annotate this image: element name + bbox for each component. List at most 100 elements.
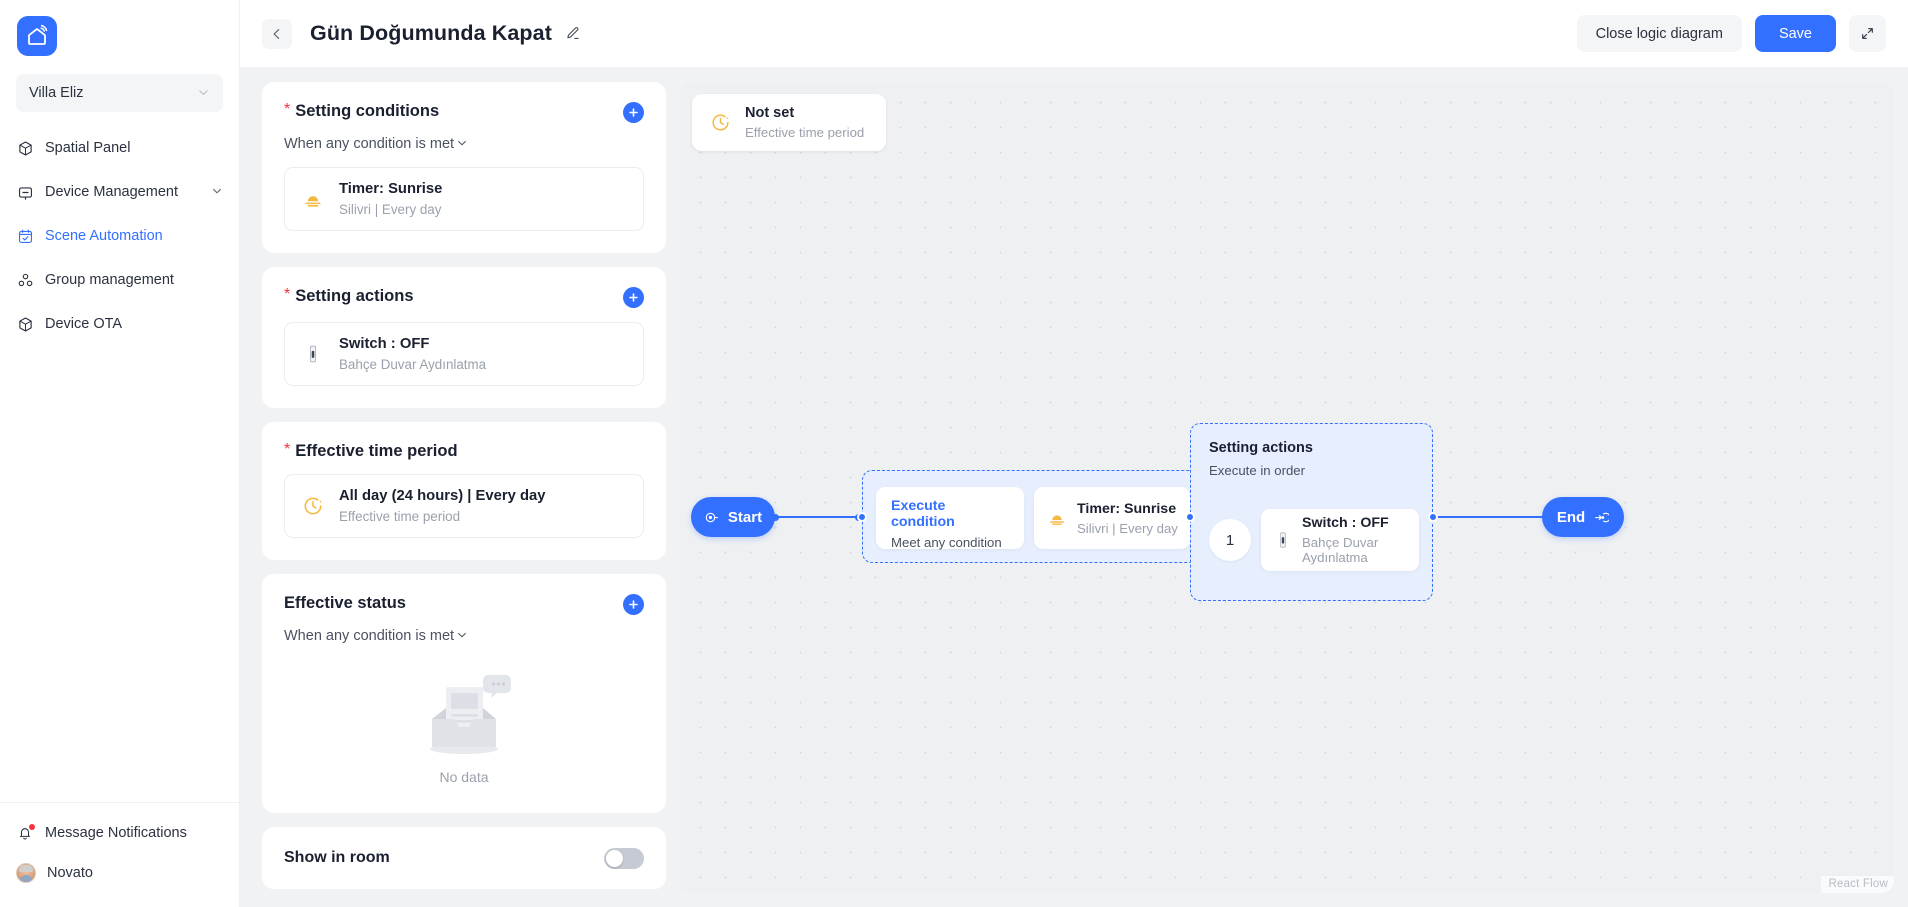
action-item[interactable]: Switch : OFF Bahçe Duvar Aydınlatma [284, 322, 644, 386]
item-subtitle: Silivri | Every day [339, 202, 442, 217]
edge-dot [772, 513, 779, 521]
sidebar-item-message-notifications[interactable]: Message Notifications [0, 813, 239, 853]
plus-icon [629, 293, 638, 302]
main-area: Gün Doğumunda Kapat Close logic diagram … [240, 0, 1908, 907]
config-column: * Setting conditions When any condition … [240, 68, 680, 907]
show-in-room-toggle[interactable] [604, 847, 644, 869]
card-title: Setting conditions [295, 102, 440, 120]
page-title: Gün Doğumunda Kapat [310, 21, 552, 45]
condition-timer-card[interactable]: Timer: Sunrise Silivri | Every day [1034, 487, 1190, 549]
chip-subtitle: Effective time period [745, 125, 865, 140]
add-condition-button[interactable] [623, 102, 644, 123]
action-switch-sub: Bahçe Duvar Aydınlatma [1302, 535, 1379, 565]
item-title: Timer: Sunrise [339, 181, 443, 197]
clock-icon [708, 112, 732, 133]
plus-icon [629, 108, 638, 117]
effective-status-mode-label: When any condition is met [284, 628, 455, 645]
action-switch-text: Switch : OFF Bahçe Duvar Aydınlatma [1302, 515, 1407, 565]
clock-icon [301, 495, 325, 517]
empty-inbox-icon [430, 675, 511, 755]
condition-item[interactable]: Timer: Sunrise Silivri | Every day [284, 167, 644, 231]
logic-diagram-canvas[interactable]: Not set Effective time period [680, 82, 1894, 893]
card-header: * Effective time period [284, 441, 644, 461]
switch-icon [1273, 530, 1293, 550]
app-logo[interactable] [17, 16, 57, 56]
body-area: * Setting conditions When any condition … [240, 68, 1908, 907]
sidebar-item-scene-automation[interactable]: Scene Automation [0, 214, 239, 258]
add-effective-status-button[interactable] [623, 594, 644, 616]
start-node[interactable]: Start [691, 497, 775, 537]
action-row: 1 Switch : OFF Bahçe Duvar Aydınlatma [1209, 509, 1419, 571]
group-icon [16, 271, 34, 289]
pencil-icon[interactable] [564, 25, 581, 42]
card-header: Effective status [284, 594, 644, 616]
execute-condition-sub: Meet any condition [891, 535, 1002, 550]
item-subtitle: Bahçe Duvar Aydınlatma [339, 357, 487, 372]
user-name: Novato [47, 865, 93, 881]
condition-mode-dropdown[interactable]: When any condition is met [284, 136, 468, 152]
plus-icon [629, 600, 638, 609]
sidebar-item-spatial-panel[interactable]: Spatial Panel [0, 126, 239, 170]
notification-dot [29, 824, 35, 830]
sidebar-item-device-ota[interactable]: Device OTA [0, 302, 239, 346]
expand-button[interactable] [1849, 15, 1886, 52]
condition-group-node[interactable]: Execute condition Meet any condition Tim… [857, 470, 1207, 563]
required-marker: * [284, 286, 291, 303]
chevron-down-icon [197, 86, 210, 101]
condition-mode-label: When any condition is met [284, 136, 455, 152]
arrow-into-circle-icon [1595, 512, 1610, 522]
action-switch-card[interactable]: Switch : OFF Bahçe Duvar Aydınlatma [1261, 509, 1419, 571]
effective-time-period-chip[interactable]: Not set Effective time period [692, 94, 887, 151]
play-circle-icon [705, 512, 718, 522]
sidebar-item-label: Device Management [45, 184, 178, 200]
chevron-down-icon [211, 185, 223, 200]
action-item-text: Switch : OFF Bahçe Duvar Aydınlatma [339, 336, 486, 372]
save-button[interactable]: Save [1754, 15, 1836, 52]
sunrise-icon [301, 188, 325, 210]
required-marker: * [284, 101, 291, 118]
sidebar-nav: Spatial Panel Device Management [0, 126, 239, 346]
sidebar-item-label: Device OTA [45, 316, 123, 332]
sidebar-item-device-management[interactable]: Device Management [0, 170, 239, 214]
device-icon [16, 183, 34, 201]
required-marker: * [284, 441, 291, 458]
action-group-title: Setting actions [1209, 440, 1313, 456]
home-wifi-logo-icon [28, 24, 48, 45]
toggle-knob [606, 849, 623, 867]
box-icon [16, 315, 34, 333]
setting-conditions-card: * Setting conditions When any condition … [262, 82, 666, 253]
action-group-sub: Execute in order [1209, 463, 1306, 478]
group-input-port[interactable] [857, 512, 867, 522]
effective-time-text: All day (24 hours) | Every day Effective… [339, 488, 545, 524]
group-input-port[interactable] [1185, 512, 1195, 522]
card-title: Effective status [284, 594, 406, 613]
close-logic-diagram-button[interactable]: Close logic diagram [1576, 15, 1742, 52]
react-flow-attribution[interactable]: React Flow [1821, 876, 1894, 893]
sidebar-item-label: Message Notifications [45, 825, 187, 841]
sidebar-item-group-management[interactable]: Group management [0, 258, 239, 302]
back-button[interactable] [262, 18, 292, 49]
group-output-port[interactable] [1428, 512, 1438, 522]
chip-title: Not set [745, 105, 795, 121]
action-switch-title: Switch : OFF [1302, 515, 1389, 531]
effective-time-item[interactable]: All day (24 hours) | Every day Effective… [284, 474, 644, 539]
end-node[interactable]: End [1542, 497, 1624, 537]
effective-status-mode-dropdown[interactable]: When any condition is met [284, 628, 468, 644]
execute-condition-card[interactable]: Execute condition Meet any condition [876, 487, 1024, 550]
sunrise-icon [1046, 508, 1068, 528]
bell-icon [16, 824, 35, 842]
condition-timer-text: Timer: Sunrise Silivri | Every day [1077, 501, 1178, 536]
edge-start-to-condition [775, 516, 861, 518]
add-action-button[interactable] [623, 287, 644, 308]
arrow-left-icon [273, 28, 280, 39]
card-header: * Setting conditions [284, 102, 644, 123]
action-group-node[interactable]: Setting actions Execute in order 1 [1185, 423, 1438, 601]
avatar [16, 863, 36, 883]
setting-actions-card: * Setting actions [262, 267, 666, 408]
topbar-actions: Close logic diagram Save [1576, 15, 1886, 52]
org-selector[interactable]: Villa Eliz [16, 74, 223, 112]
effective-time-period-card: * Effective time period All day [262, 422, 666, 561]
item-subtitle: Effective time period [339, 509, 461, 525]
sidebar-item-user-profile[interactable]: Novato [0, 853, 239, 893]
